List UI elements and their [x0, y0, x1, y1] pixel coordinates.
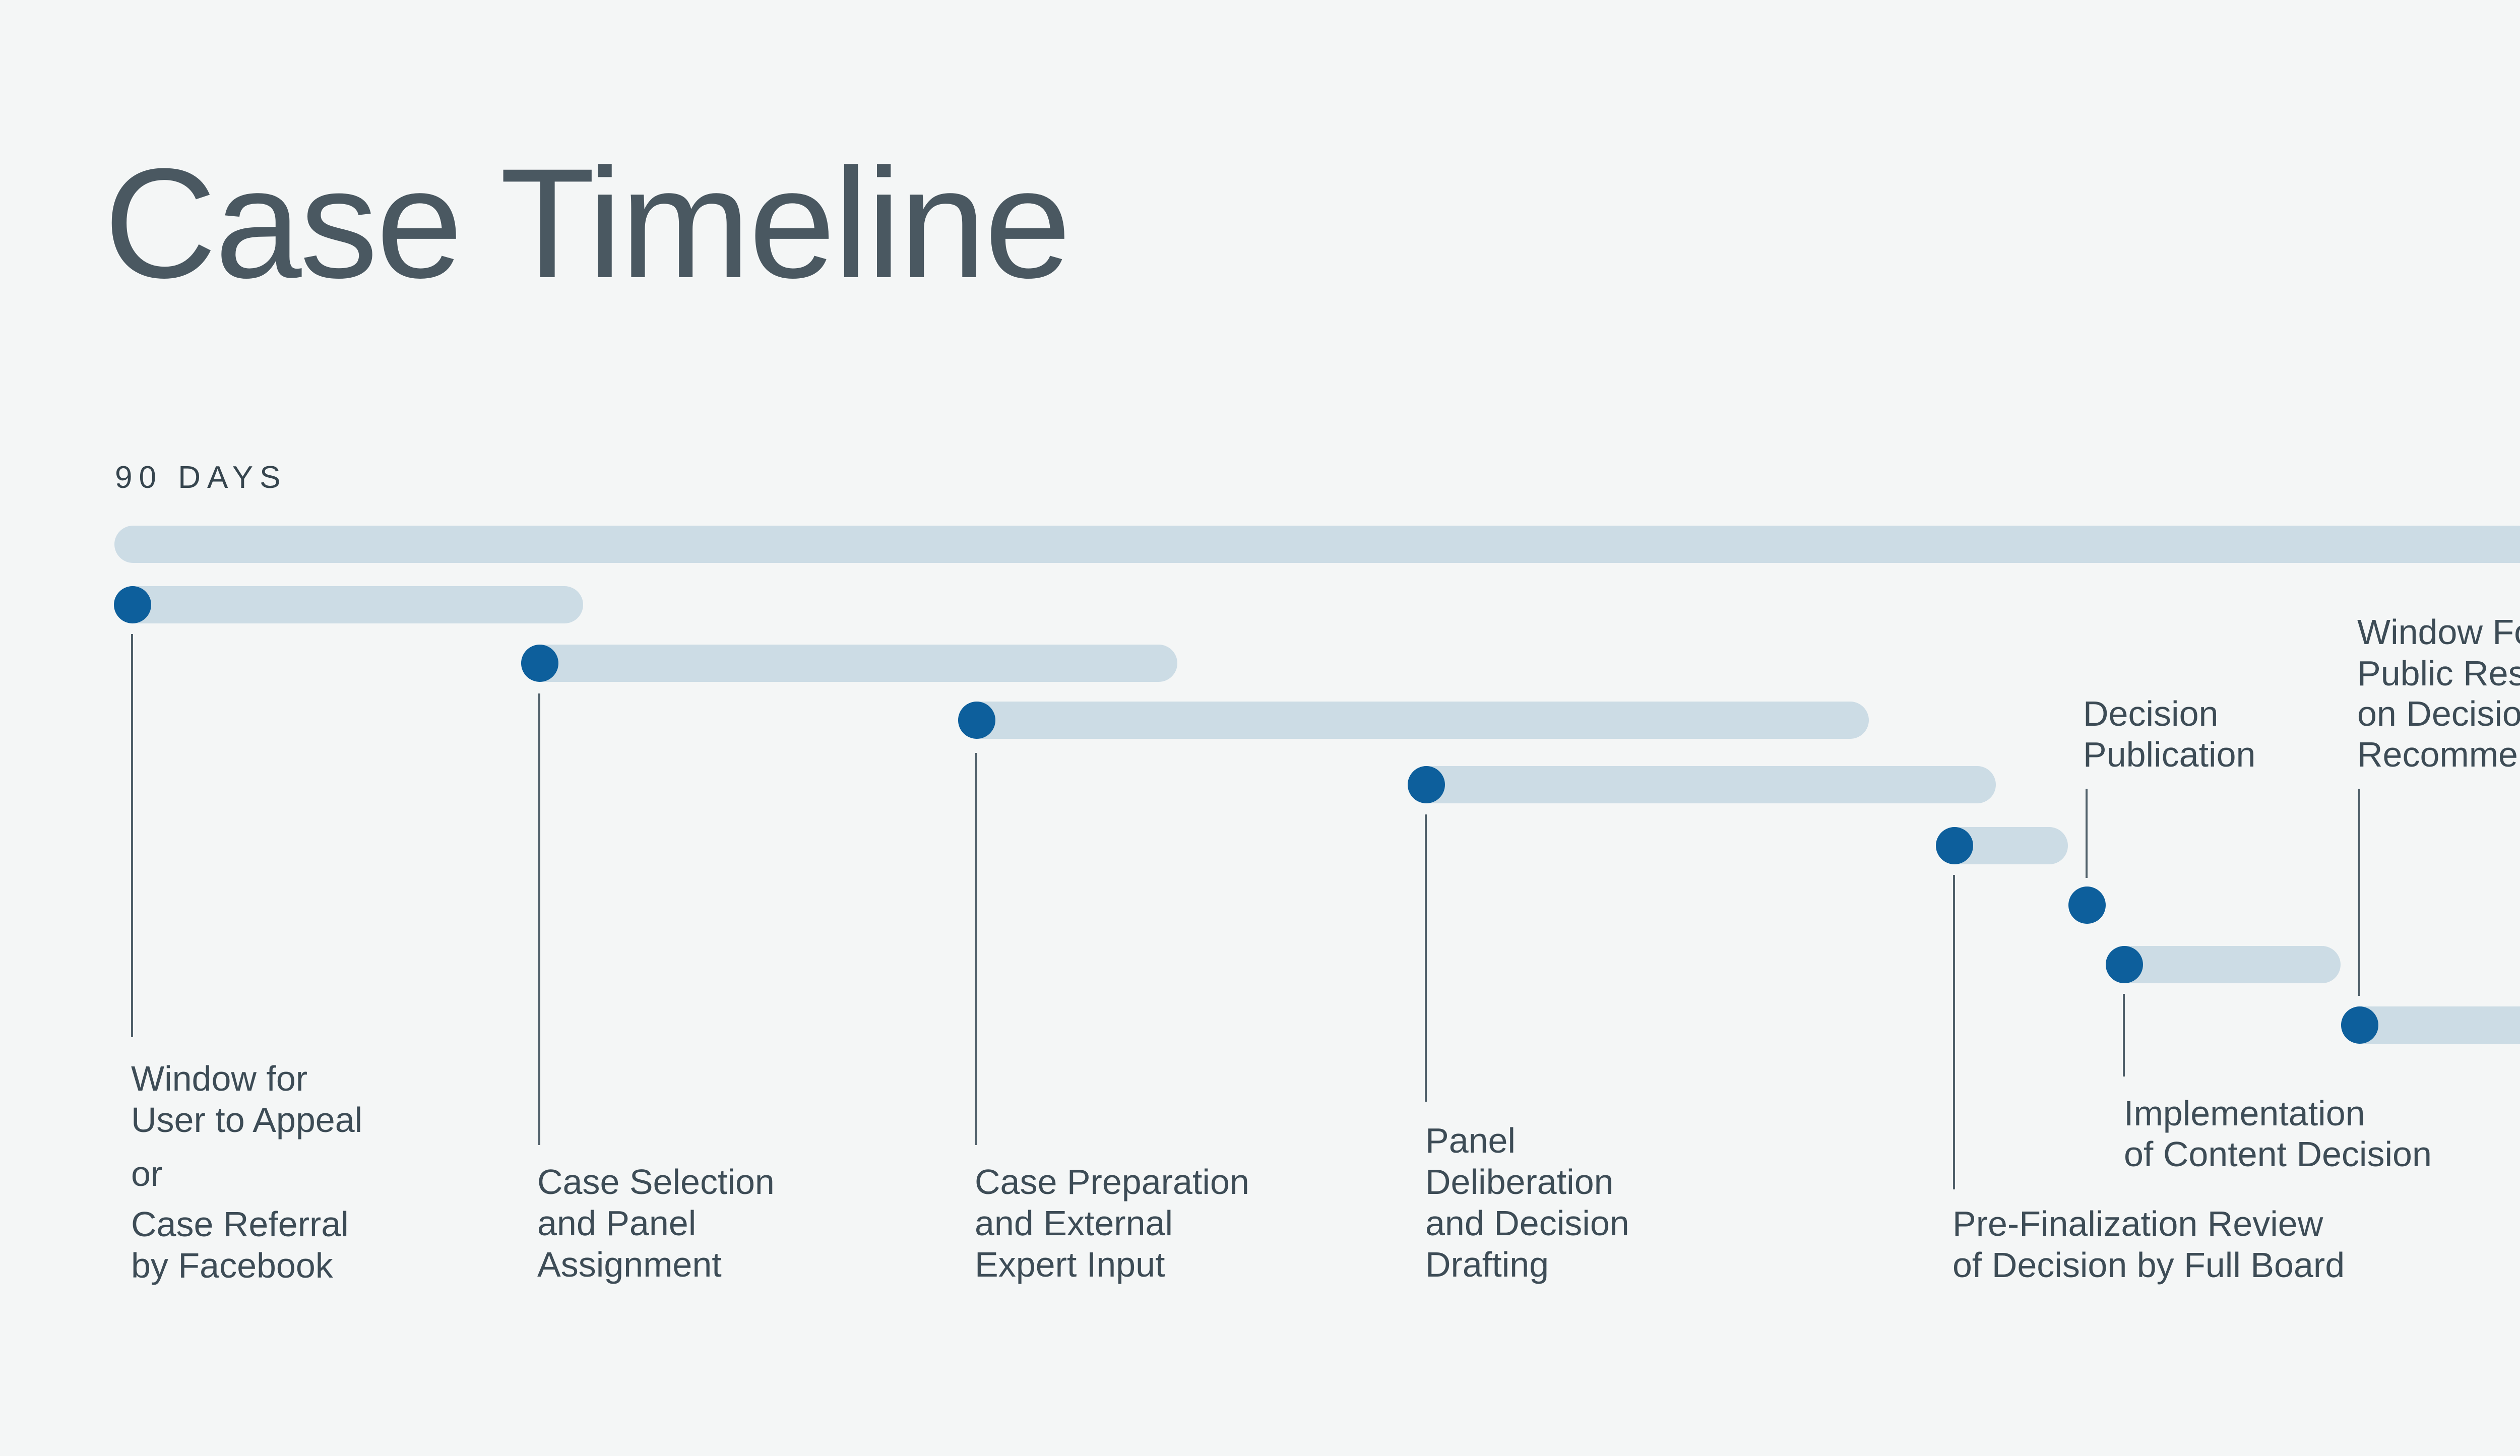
stage-label-line: Assignment [537, 1245, 722, 1284]
stage-bar [521, 645, 1177, 682]
overall-duration-bar [114, 526, 2520, 563]
stage-label-line: by Facebook [131, 1246, 333, 1285]
stage-label-line: Case Selection [537, 1162, 775, 1201]
stage-dot [1408, 766, 1445, 803]
stage-connector-line [2123, 994, 2125, 1077]
stage-connector-line [538, 693, 540, 1145]
stage-label-line: Case Preparation [975, 1162, 1249, 1201]
stage-label-line: Window For Facebook [2357, 612, 2520, 652]
stage-dot [958, 702, 995, 739]
stage-label-line: Decision [2083, 694, 2219, 733]
stage-connector-line [1425, 814, 1427, 1102]
stage-bar [114, 586, 583, 623]
stage-label-line: Recommendation [2357, 735, 2520, 774]
stage-label-line: Drafting [1425, 1245, 1549, 1284]
stage-label-line: and Panel [537, 1204, 697, 1243]
stage-label-line: of Content Decision [2124, 1134, 2432, 1174]
stage-label-line: Panel [1425, 1121, 1516, 1160]
stage-dot [114, 586, 151, 623]
stage-label-line: Window for [131, 1059, 308, 1098]
stage-label-line: on Decision and Policy [2357, 694, 2520, 733]
page-title: Case Timeline [104, 136, 1072, 310]
stage-connector-line [1953, 875, 1955, 1189]
stage-connector-line [131, 634, 133, 1037]
stage-label-line: Deliberation [1425, 1162, 1614, 1201]
stage-label-line: Implementation [2124, 1094, 2365, 1133]
stage-label-line: User to Appeal [131, 1100, 363, 1140]
stage-dot [2106, 946, 2143, 983]
stage-label-line: Expert Input [975, 1245, 1165, 1284]
stage-connector-line [2086, 789, 2088, 878]
stage-label-line: and External [975, 1204, 1173, 1243]
stage-label-line: Case Referral [131, 1205, 349, 1244]
stage-connector-line [975, 753, 977, 1145]
stage-label-line: Pre-Finalization Review [1952, 1204, 2323, 1243]
stage-bar [2106, 946, 2341, 983]
stage-connector-line [2358, 789, 2360, 996]
stage-bar [1408, 766, 1996, 803]
stage-label-line: or [131, 1154, 163, 1193]
stage-dot [521, 645, 558, 682]
stage-label-line: and Decision [1425, 1204, 1629, 1243]
stage-bar [958, 702, 1869, 739]
stage-dot [1936, 827, 1973, 864]
stage-label-line: Publication [2083, 735, 2256, 774]
stage-label-line: Public Response [2357, 654, 2520, 693]
duration-label: 90 DAYS [115, 460, 287, 495]
stage-dot [2068, 887, 2106, 924]
stage-dot [2341, 1006, 2378, 1044]
stage-label-line: of Decision by Full Board [1952, 1245, 2345, 1285]
